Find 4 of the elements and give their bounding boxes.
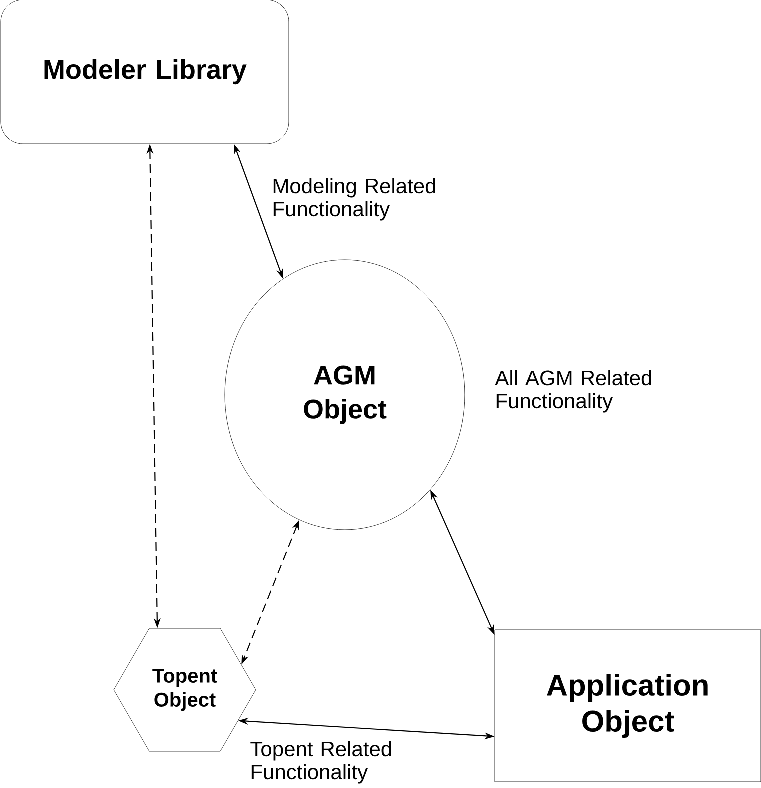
library-box: Modeler Library: [0, 0, 290, 144]
edge-label: Modeling Related Functionality: [274, 178, 436, 221]
edge-label: All AGM Related Functionality: [495, 370, 652, 413]
object-box: Application Object: [494, 630, 761, 782]
